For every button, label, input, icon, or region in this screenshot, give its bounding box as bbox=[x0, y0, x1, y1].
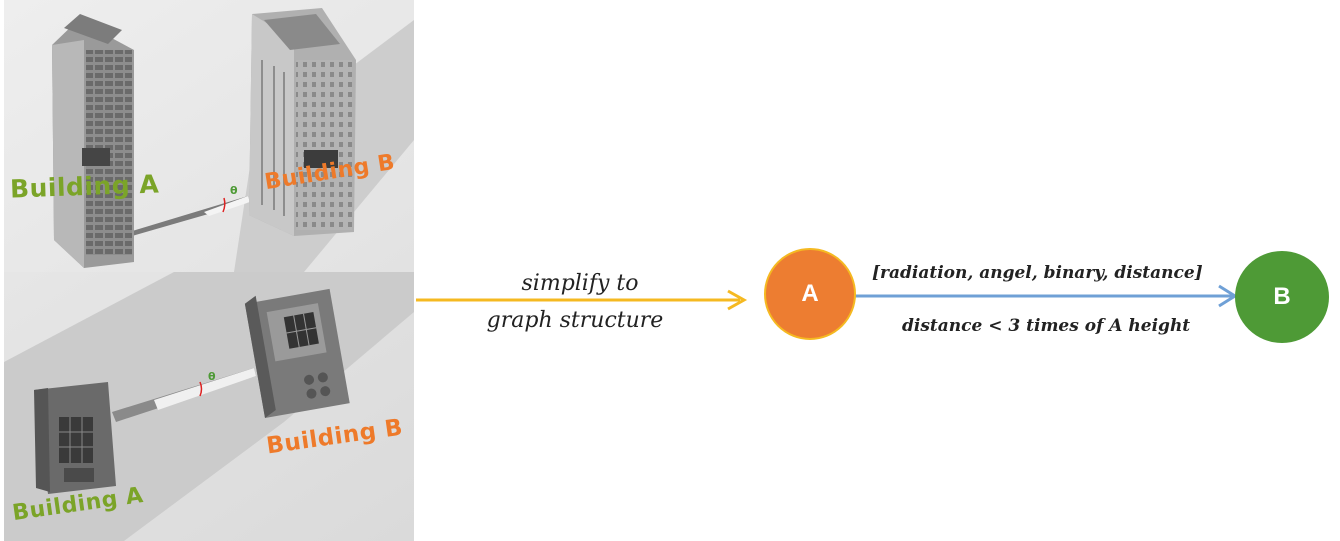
building-b-model bbox=[249, 8, 356, 236]
edge-condition-label: distance < 3 times of A height bbox=[902, 316, 1191, 336]
angle-theta-label: θ bbox=[208, 370, 216, 383]
building-b-model bbox=[244, 288, 350, 419]
ray-line bbox=[129, 196, 250, 236]
building-a-label: Building A bbox=[9, 169, 160, 204]
building-a-model bbox=[34, 382, 116, 494]
scene-bottom-overhead: Building B Building A θ bbox=[4, 272, 414, 541]
graph-node-b-label: B bbox=[1273, 283, 1291, 310]
graph-node-b: B bbox=[1235, 251, 1329, 343]
graph-node-a: A bbox=[764, 248, 856, 340]
simplify-caption-line2: graph structure bbox=[486, 308, 664, 333]
graph-edge-arrow bbox=[855, 284, 1238, 308]
building-a-model bbox=[52, 14, 134, 268]
simplify-arrow bbox=[416, 289, 748, 311]
scene-top-perspective: Building A Building B θ bbox=[4, 0, 414, 272]
graph-node-a-label: A bbox=[801, 280, 819, 307]
angle-theta-label: θ bbox=[230, 184, 238, 197]
edge-attributes-label: [radiation, angel, binary, distance] bbox=[872, 263, 1203, 283]
simplify-caption-line1: simplify to bbox=[521, 271, 639, 296]
